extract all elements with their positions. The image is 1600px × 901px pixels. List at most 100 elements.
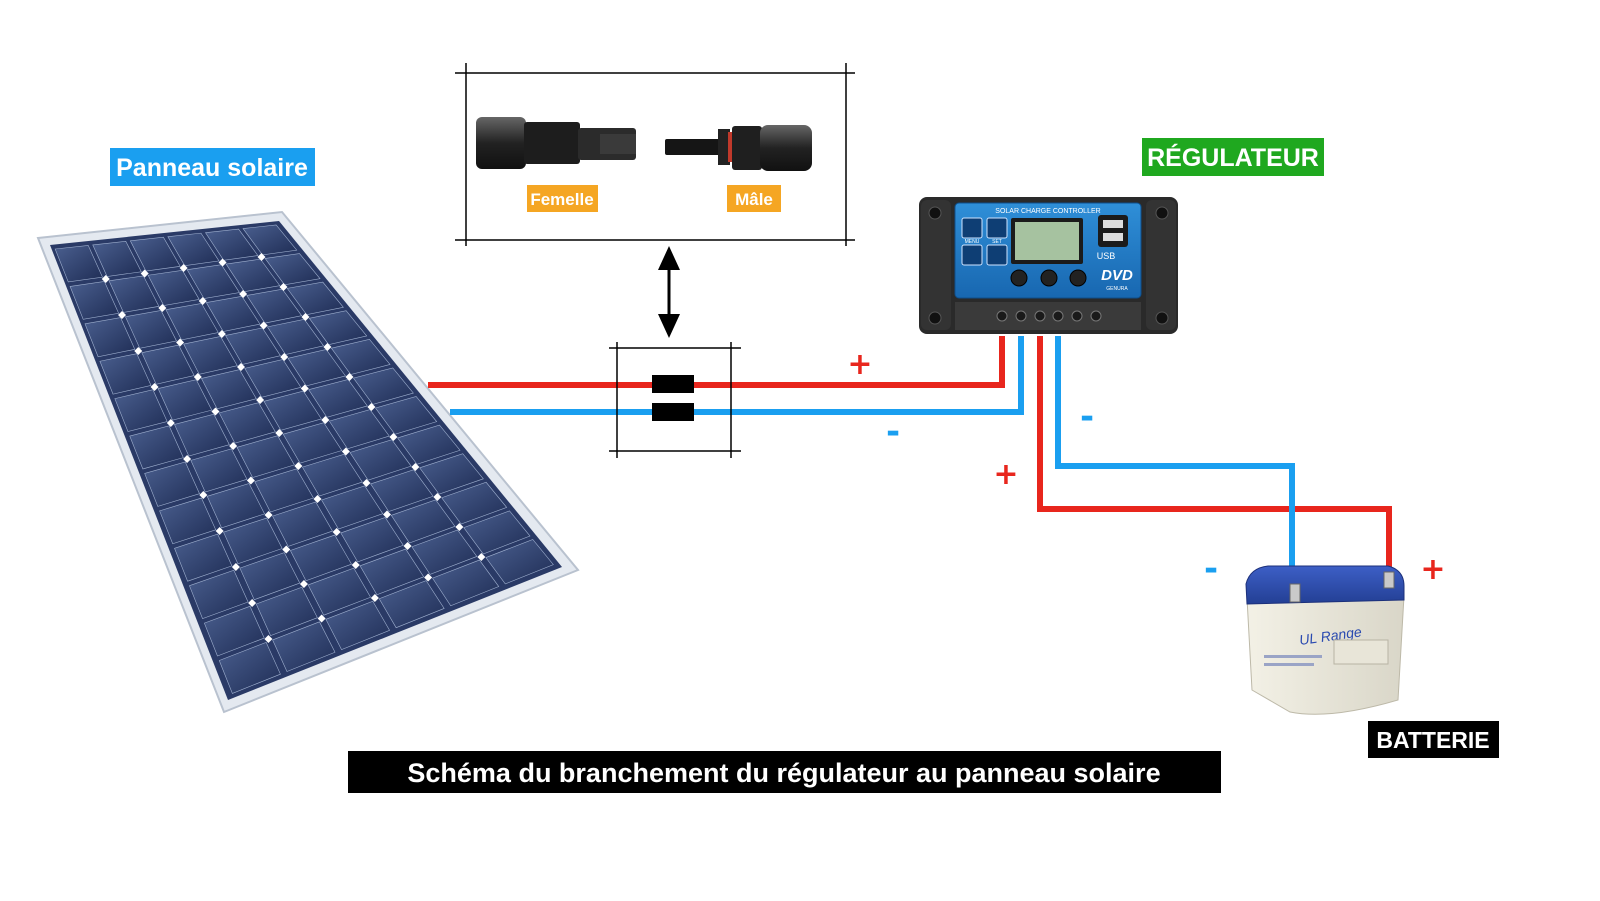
solar-cell <box>441 481 508 525</box>
solar-cell <box>307 567 371 616</box>
cell-corner <box>313 495 322 503</box>
solar-cell <box>330 338 391 375</box>
solar-cell <box>370 469 434 512</box>
regulator-battery-plus-sign: + <box>993 457 1018 492</box>
cell-corner <box>264 635 273 643</box>
solar-cell <box>190 448 248 493</box>
male-connector <box>665 125 812 171</box>
cell-corner <box>389 433 398 441</box>
cell-corner <box>345 373 354 381</box>
male-label-bg <box>727 185 781 212</box>
solar-cell <box>349 439 412 481</box>
caption-bg <box>348 751 1221 793</box>
cell-corner <box>246 476 255 485</box>
cell-corner <box>317 614 326 623</box>
cell-corner <box>101 275 110 283</box>
cell-corner <box>351 561 360 569</box>
solar-cell <box>114 389 168 432</box>
usb-text: USB <box>1097 251 1116 261</box>
solar-cell <box>223 517 283 565</box>
solar-cell <box>54 245 103 283</box>
controller-brand: DVD <box>1101 267 1133 284</box>
terminal-screw <box>996 310 1008 322</box>
cell-corner <box>299 580 308 588</box>
solar-cell <box>340 517 404 563</box>
solar-cell <box>308 379 368 418</box>
cell-corner <box>282 545 291 554</box>
solar-cell <box>144 461 200 507</box>
diagram-caption: Schéma du branchement du régulateur au p… <box>407 758 1160 788</box>
battery-plus-sign: + <box>1420 552 1445 587</box>
solar-cell <box>167 232 220 267</box>
solar-cell <box>352 367 414 405</box>
solar-cell <box>189 569 249 619</box>
solar-panel-cells <box>54 224 554 694</box>
solar-cell <box>287 349 346 387</box>
cell-corner <box>279 283 288 291</box>
solar-cell <box>129 425 184 470</box>
solar-cell <box>174 533 233 582</box>
solar-cell <box>485 539 554 585</box>
controller-button-menu[interactable] <box>1010 269 1028 287</box>
solar-cell <box>244 359 302 398</box>
cell-corner <box>403 542 412 550</box>
inline-connector <box>609 342 741 458</box>
controller-set-text: SET <box>992 239 1002 245</box>
cell-corner <box>229 442 238 450</box>
regulator-label-bg <box>1142 138 1324 176</box>
controller-button-up[interactable] <box>1040 269 1058 287</box>
solar-cell <box>419 453 484 495</box>
female-label: Femelle <box>530 190 593 209</box>
cell-corner <box>183 455 192 463</box>
controller-button-down[interactable] <box>1069 269 1087 287</box>
solar-cell <box>129 236 181 272</box>
solar-cell <box>205 295 261 332</box>
solar-cell <box>254 468 314 513</box>
solar-cell <box>308 310 368 345</box>
cell-corner <box>237 363 245 371</box>
controller-brand-sub: GENURA <box>1106 286 1128 292</box>
solar-cell <box>301 453 363 497</box>
connector-inset <box>455 63 855 246</box>
cell-corner <box>176 338 185 347</box>
cell-corner <box>332 528 341 536</box>
terminal-screw <box>1015 310 1027 322</box>
panel-positive-wire <box>428 336 1005 388</box>
cell-corner <box>424 573 433 582</box>
female-connector <box>476 117 636 169</box>
solar-cell <box>108 275 160 313</box>
cell-corner <box>477 553 486 561</box>
solar-cell <box>289 534 352 582</box>
male-label: Mâle <box>735 190 773 209</box>
cell-corner <box>294 462 303 470</box>
solar-cell <box>286 281 344 316</box>
cell-corner <box>166 419 175 427</box>
solar-cell <box>242 224 298 256</box>
cell-corner <box>179 264 188 272</box>
battery-label-bg <box>1368 721 1499 758</box>
inline-connector-negative <box>652 403 694 421</box>
solar-cell <box>159 497 217 545</box>
solar-cell <box>375 396 438 435</box>
cell-corner <box>323 343 332 351</box>
battery-negative-wire <box>1055 336 1295 588</box>
solar-panel <box>36 210 580 714</box>
cell-corner <box>383 510 391 519</box>
solar-cell <box>124 310 177 349</box>
cell-corner <box>193 373 202 381</box>
solar-cell <box>157 379 213 421</box>
solar-cell <box>218 642 281 694</box>
solar-cell <box>359 548 425 596</box>
cell-corner <box>150 383 159 391</box>
wires <box>428 336 1392 588</box>
terminal-screw <box>1071 310 1083 322</box>
terminal-screw <box>1034 310 1046 322</box>
panel-negative-wire <box>450 336 1024 415</box>
solar-cell <box>204 228 259 261</box>
solar-cell <box>239 552 301 601</box>
solar-cell <box>272 501 333 547</box>
solar-cell <box>147 269 200 306</box>
cell-corner <box>341 447 350 456</box>
solar-cell <box>84 317 136 358</box>
